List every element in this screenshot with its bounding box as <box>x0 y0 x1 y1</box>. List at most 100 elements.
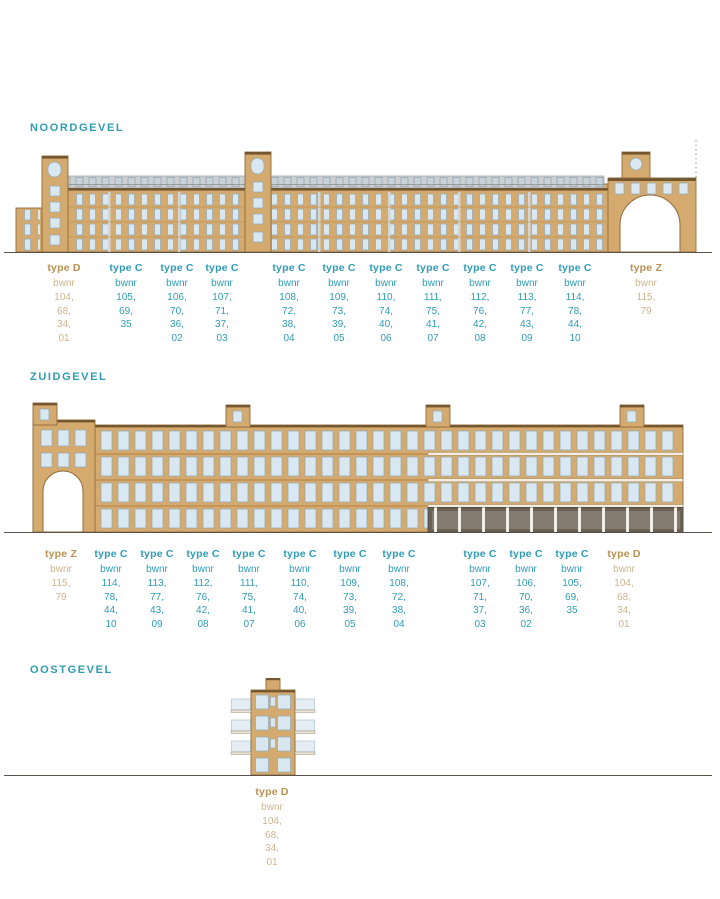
unit-label: type C bwnr 111, 75, 41, 07 <box>404 262 462 345</box>
bwnr-numbers: 110, 74, 40, 06 <box>376 292 396 344</box>
noordgevel-elevation-drawing <box>8 140 698 252</box>
bwnr-numbers: 107, 71, 37, 03 <box>470 578 490 630</box>
unit-type: type C <box>272 262 306 274</box>
bwnr-numbers: 108, 72, 38, 04 <box>279 292 299 344</box>
unit-type: type C <box>322 262 356 274</box>
bwnr-numbers: 113, 77, 43, 09 <box>517 292 537 344</box>
unit-type: type C <box>382 548 416 560</box>
bwnr-label: bwnr <box>516 278 538 289</box>
unit-label: type Z bwnr 115, 79 <box>32 548 90 604</box>
unit-label: type C bwnr 109, 73, 39, 05 <box>310 262 368 345</box>
unit-label: type C bwnr 106, 70, 36, 02 <box>148 262 206 345</box>
unit-label: type C bwnr 108, 72, 38, 04 <box>370 548 428 631</box>
oostgevel-unit-labels: type D bwnr 104, 68, 34, 01 <box>0 786 720 886</box>
bwnr-numbers: 112, 76, 42, 08 <box>193 578 213 630</box>
section-title-oostgevel: OOSTGEVEL <box>30 664 113 676</box>
bwnr-numbers: 115, 79 <box>636 292 656 317</box>
bwnr-numbers: 115, 79 <box>51 578 71 603</box>
bwnr-label: bwnr <box>388 564 410 575</box>
unit-label: type C bwnr 105, 69, 35 <box>543 548 601 618</box>
bwnr-numbers: 113, 77, 43, 09 <box>147 578 167 630</box>
bwnr-numbers: 114, 78, 44, 10 <box>565 292 585 344</box>
unit-label: type C bwnr 112, 76, 42, 08 <box>174 548 232 631</box>
unit-type: type C <box>369 262 403 274</box>
bwnr-numbers: 112, 76, 42, 08 <box>470 292 490 344</box>
bwnr-label: bwnr <box>53 278 75 289</box>
unit-label: type C bwnr 107, 71, 37, 03 <box>451 548 509 631</box>
section-title-noordgevel: NOORDGEVEL <box>30 122 125 134</box>
unit-type: type C <box>109 262 143 274</box>
bwnr-label: bwnr <box>50 564 72 575</box>
unit-type: type C <box>283 548 317 560</box>
unit-type: type C <box>94 548 128 560</box>
bwnr-numbers: 106, 70, 36, 02 <box>167 292 187 344</box>
unit-type: type C <box>558 262 592 274</box>
bwnr-label: bwnr <box>339 564 361 575</box>
bwnr-label: bwnr <box>261 802 283 813</box>
unit-label: type C bwnr 111, 75, 41, 07 <box>220 548 278 631</box>
bwnr-numbers: 110, 74, 40, 06 <box>290 578 310 630</box>
bwnr-label: bwnr <box>289 564 311 575</box>
bwnr-numbers: 104, 68, 34, 01 <box>262 816 282 868</box>
unit-label: type D bwnr 104, 68, 34, 01 <box>595 548 653 631</box>
unit-type: type Z <box>44 548 78 560</box>
oostgevel-elevation-drawing <box>225 678 321 775</box>
unit-label: type C bwnr 114, 78, 44, 10 <box>82 548 140 631</box>
bwnr-numbers: 109, 73, 39, 05 <box>329 292 349 344</box>
bwnr-label: bwnr <box>469 278 491 289</box>
unit-type: type C <box>555 548 589 560</box>
unit-label: type D bwnr 104, 68, 34, 01 <box>243 786 301 869</box>
unit-label: type C bwnr 114, 78, 44, 10 <box>546 262 604 345</box>
ground-line-oost <box>4 775 712 776</box>
zuidgevel-unit-labels: type Z bwnr 115, 79 type C bwnr 114, 78,… <box>0 548 720 648</box>
unit-type: type C <box>509 548 543 560</box>
zuidgevel-elevation-drawing <box>30 395 690 532</box>
unit-type: type C <box>463 548 497 560</box>
bwnr-numbers: 104, 68, 34, 01 <box>614 578 634 630</box>
ground-line-noord <box>4 252 712 253</box>
unit-label: type D bwnr 104, 68, 34, 01 <box>35 262 93 345</box>
bwnr-label: bwnr <box>613 564 635 575</box>
bwnr-label: bwnr <box>469 564 491 575</box>
bwnr-label: bwnr <box>328 278 350 289</box>
bwnr-label: bwnr <box>192 564 214 575</box>
bwnr-numbers: 104, 68, 34, 01 <box>54 292 74 344</box>
unit-type: type C <box>416 262 450 274</box>
unit-type: type Z <box>629 262 663 274</box>
bwnr-label: bwnr <box>564 278 586 289</box>
unit-type: type C <box>205 262 239 274</box>
unit-type: type D <box>255 786 289 798</box>
unit-type: type C <box>186 548 220 560</box>
unit-type: type C <box>333 548 367 560</box>
bwnr-label: bwnr <box>146 564 168 575</box>
bwnr-label: bwnr <box>422 278 444 289</box>
bwnr-numbers: 108, 72, 38, 04 <box>389 578 409 630</box>
unit-label: type C bwnr 113, 77, 43, 09 <box>498 262 556 345</box>
bwnr-label: bwnr <box>100 564 122 575</box>
unit-label: type C bwnr 107, 71, 37, 03 <box>193 262 251 345</box>
bwnr-numbers: 111, 75, 41, 07 <box>240 578 258 630</box>
unit-label: type C bwnr 110, 74, 40, 06 <box>271 548 329 631</box>
bwnr-label: bwnr <box>515 564 537 575</box>
bwnr-label: bwnr <box>166 278 188 289</box>
bwnr-numbers: 106, 70, 36, 02 <box>516 578 536 630</box>
unit-label: type Z bwnr 115, 79 <box>617 262 675 318</box>
unit-type: type C <box>463 262 497 274</box>
unit-label: type C bwnr 112, 76, 42, 08 <box>451 262 509 345</box>
section-title-zuidgevel: ZUIDGEVEL <box>30 371 108 383</box>
bwnr-numbers: 105, 69, 35 <box>562 578 582 616</box>
unit-label: type C bwnr 108, 72, 38, 04 <box>260 262 318 345</box>
bwnr-numbers: 105, 69, 35 <box>116 292 136 330</box>
unit-type: type D <box>607 548 641 560</box>
bwnr-label: bwnr <box>561 564 583 575</box>
bwnr-label: bwnr <box>375 278 397 289</box>
unit-label: type C bwnr 110, 74, 40, 06 <box>357 262 415 345</box>
unit-type: type C <box>232 548 266 560</box>
bwnr-label: bwnr <box>278 278 300 289</box>
ground-line-zuid <box>4 532 712 533</box>
unit-type: type C <box>140 548 174 560</box>
unit-label: type C bwnr 109, 73, 39, 05 <box>321 548 379 631</box>
unit-label: type C bwnr 113, 77, 43, 09 <box>128 548 186 631</box>
noordgevel-unit-labels: type D bwnr 104, 68, 34, 01 type C bwnr … <box>0 262 720 362</box>
